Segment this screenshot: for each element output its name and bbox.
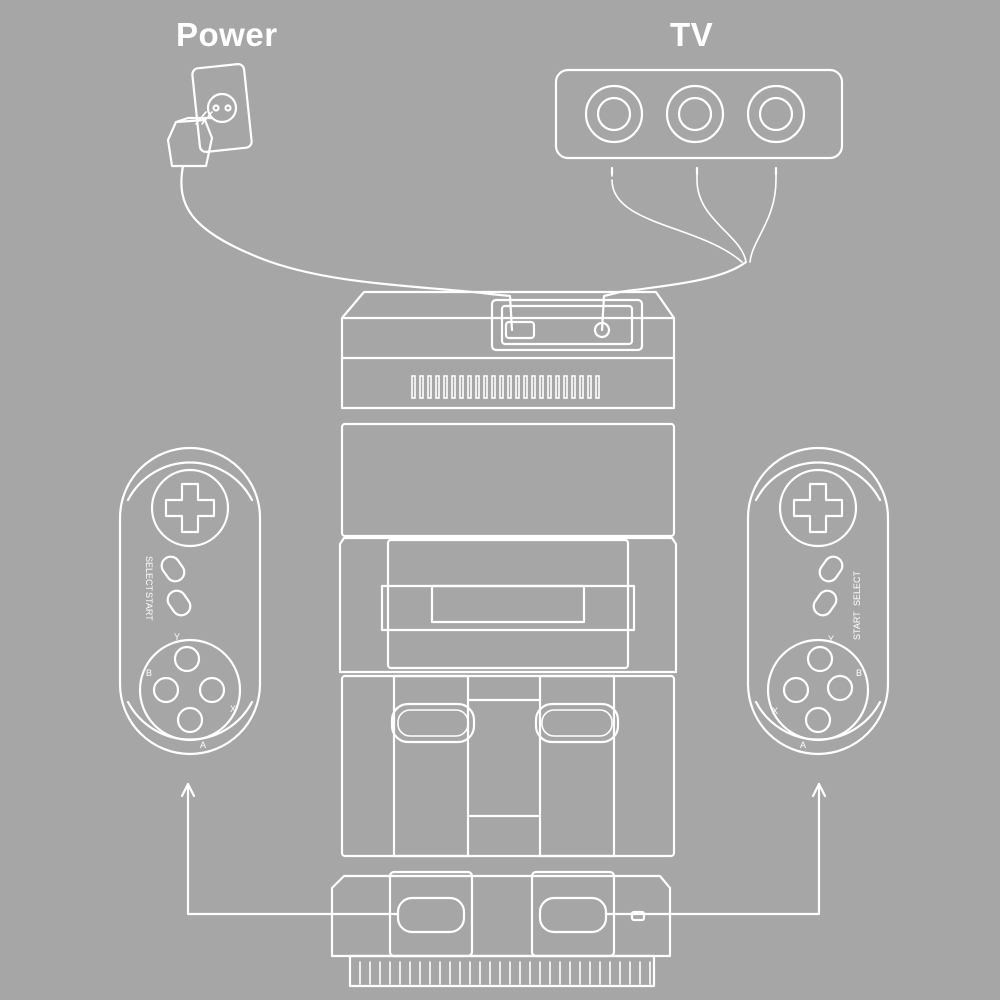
vent-slot: [475, 375, 480, 399]
power-outlet-icon: [191, 63, 253, 153]
vent-slot: [571, 375, 576, 399]
vent-slot: [587, 375, 592, 399]
console-front: [340, 674, 676, 858]
power-port: [504, 320, 536, 340]
vent-slot: [483, 375, 488, 399]
console-base-ridges: [359, 961, 651, 985]
button-a-label: A: [800, 740, 806, 750]
controller-port-2: [534, 702, 620, 744]
button-a: [826, 674, 854, 702]
controller-cables: [180, 782, 827, 916]
start-button: [166, 589, 192, 617]
vent-slot: [595, 375, 600, 399]
console-back: [340, 290, 676, 410]
vent-slot: [507, 375, 512, 399]
select-label: SELECT: [852, 570, 862, 606]
console-body: [340, 422, 676, 538]
vent-slot: [547, 375, 552, 399]
button-a: [198, 676, 226, 704]
start-label: START: [144, 592, 154, 621]
vent-slot: [555, 375, 560, 399]
button-x: [173, 645, 201, 673]
controller-left: SELECT START X Y B A: [118, 446, 262, 756]
vent-slot: [523, 375, 528, 399]
button-x-label: X: [230, 704, 236, 714]
controller-port-1: [390, 702, 476, 744]
controller-right: SELECT START X Y B A: [746, 446, 890, 756]
power-label: Power: [176, 16, 278, 53]
select-button: [160, 555, 186, 583]
av-port: [593, 321, 611, 339]
vent-slot: [491, 375, 496, 399]
vent-slot: [531, 375, 536, 399]
vent-slot: [451, 375, 456, 399]
button-y: [152, 676, 180, 704]
start-button: [812, 589, 838, 617]
button-b-label: B: [146, 668, 152, 678]
vent-slot: [419, 375, 424, 399]
vent-slot: [499, 375, 504, 399]
vent-slot: [443, 375, 448, 399]
button-x-label: X: [772, 706, 778, 716]
vent-slot: [467, 375, 472, 399]
power-plug-icon: [166, 111, 214, 168]
button-y: [782, 676, 810, 704]
vent-slot: [579, 375, 584, 399]
select-button: [818, 555, 844, 583]
button-b: [804, 706, 832, 734]
button-y-label: Y: [828, 634, 834, 644]
power-led: [630, 910, 646, 922]
select-label: SELECT: [144, 556, 154, 592]
dpad-icon: [164, 482, 216, 534]
vent-slot: [563, 375, 568, 399]
dpad-icon: [792, 482, 844, 534]
button-x: [806, 645, 834, 673]
vent-slot: [515, 375, 520, 399]
button-a-label: A: [200, 740, 206, 750]
button-b: [176, 706, 204, 734]
tv-label: TV: [670, 16, 714, 53]
vent-slot: [539, 375, 544, 399]
tv-input-panel: [554, 68, 844, 160]
vent-slot: [459, 375, 464, 399]
vent-slot: [411, 375, 416, 399]
console-vents: [411, 375, 600, 399]
power-cable: [180, 164, 514, 332]
button-y-label: Y: [174, 632, 180, 642]
vent-slot: [435, 375, 440, 399]
vent-slot: [427, 375, 432, 399]
console-base: [330, 870, 672, 988]
cartridge-slot: [338, 536, 678, 674]
button-b-label: B: [856, 668, 862, 678]
start-label: START: [852, 611, 862, 640]
